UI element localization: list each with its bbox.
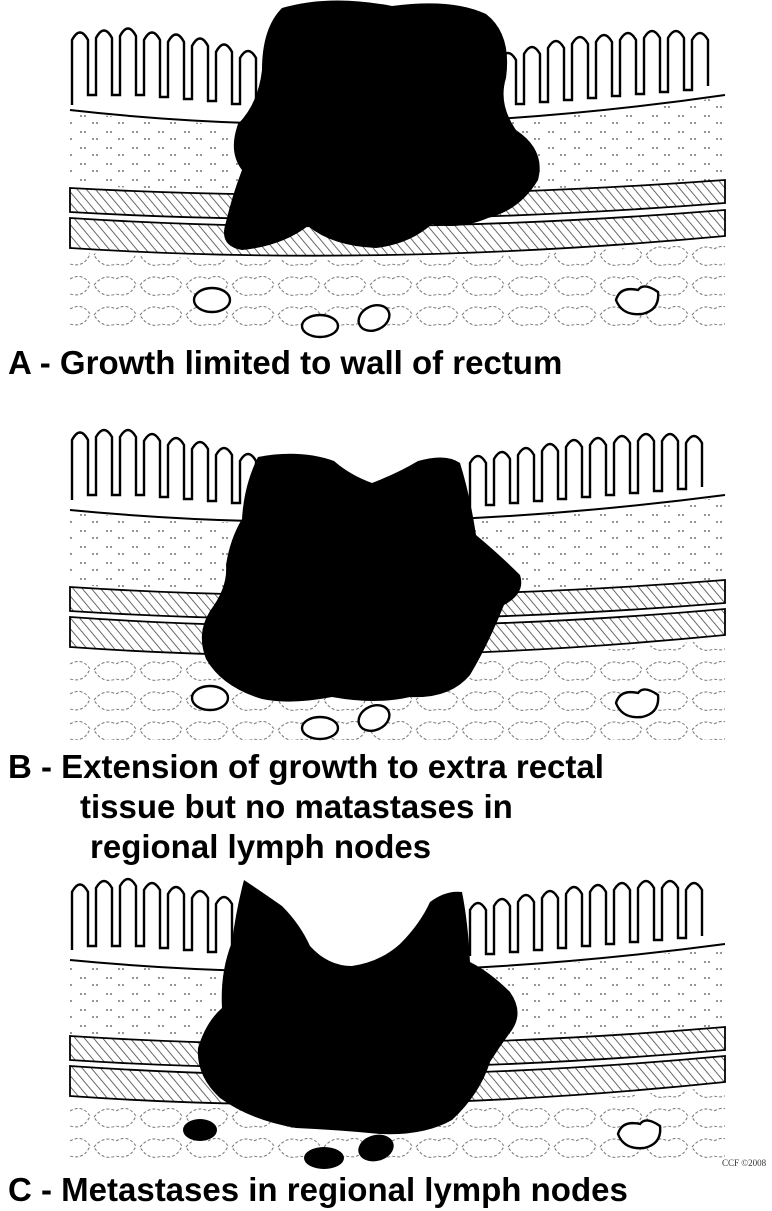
caption-c: C - Metastases in regional lymph nodes bbox=[8, 1170, 628, 1210]
panel-c: C - Metastases in regional lymph nodes bbox=[0, 862, 772, 1211]
caption-a: A - Growth limited to wall of rectum bbox=[8, 343, 562, 383]
tumor-mass bbox=[224, 0, 540, 250]
lymph-node bbox=[194, 288, 230, 312]
mucosa-villi bbox=[72, 879, 702, 956]
caption-line: regional lymph nodes bbox=[8, 827, 604, 867]
metastatic-lymph-node bbox=[183, 1119, 217, 1141]
lymph-node bbox=[192, 686, 228, 710]
metastatic-lymph-node bbox=[304, 1147, 344, 1169]
caption-line: A - Growth limited to wall of rectum bbox=[8, 344, 562, 381]
panel-a: A - Growth limited to wall of rectum bbox=[0, 0, 772, 385]
lymph-node bbox=[302, 315, 338, 337]
lymph-node bbox=[616, 689, 658, 717]
caption-line: B - Extension of growth to extra rectal bbox=[8, 747, 604, 787]
rectal-wall-illustration-a bbox=[0, 0, 772, 345]
caption-line: tissue but no matastases in bbox=[8, 787, 604, 827]
caption-line: C - Metastases in regional lymph nodes bbox=[8, 1171, 628, 1208]
caption-b: B - Extension of growth to extra rectal … bbox=[8, 747, 604, 867]
rectal-wall-illustration-b bbox=[0, 415, 772, 745]
rectal-wall-illustration-c bbox=[0, 862, 772, 1172]
lymph-node bbox=[616, 286, 658, 314]
panel-b: B - Extension of growth to extra rectal … bbox=[0, 415, 772, 850]
tumor-mass bbox=[202, 454, 521, 702]
artist-signature: CCF ©2008 bbox=[722, 1158, 766, 1168]
lymph-node bbox=[618, 1120, 660, 1148]
lymph-node bbox=[302, 717, 338, 739]
